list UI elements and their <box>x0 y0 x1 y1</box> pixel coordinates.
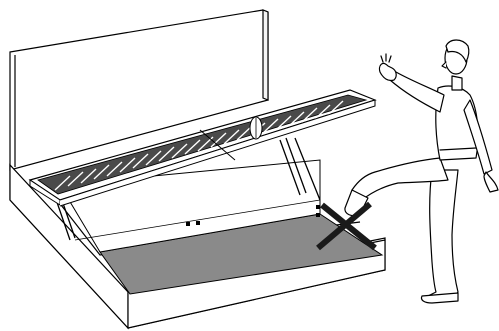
bed-instruction-illustration <box>0 0 499 331</box>
illustration-canvas <box>0 0 499 331</box>
